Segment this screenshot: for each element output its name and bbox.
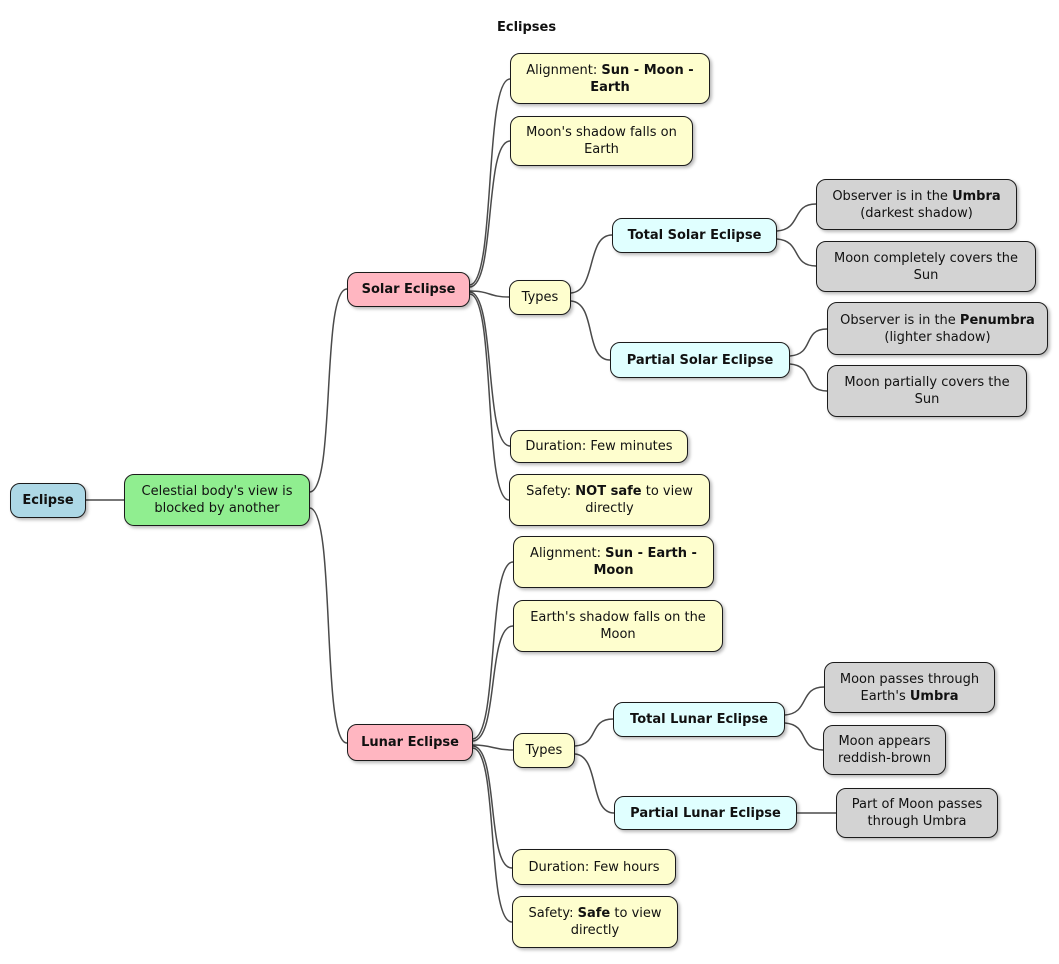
node-partial-lunar-eclipse: Partial Lunar Eclipse <box>614 796 797 830</box>
node-label: Solar Eclipse <box>361 282 456 297</box>
node-label: Observer is in the Umbra (darkest shadow… <box>825 188 1008 222</box>
diagram-title: Eclipses <box>497 20 557 35</box>
node-observer-umbra: Observer is in the Umbra (darkest shadow… <box>816 179 1017 230</box>
node-lunar-safety: Safety: Safe to view directly <box>512 896 678 948</box>
node-moon-passes-umbra: Moon passes through Earth's Umbra <box>824 662 995 713</box>
node-moon-completely-covers: Moon completely covers the Sun <box>816 241 1036 292</box>
label-bold: Umbra <box>952 188 1001 204</box>
connector-ltypes-partiallunar <box>574 753 615 814</box>
connector-solar-alignment <box>469 78 511 286</box>
node-total-solar-eclipse: Total Solar Eclipse <box>612 218 777 253</box>
connector-lunar-alignment <box>472 561 514 740</box>
node-label: Moon appears reddish-brown <box>837 734 931 766</box>
node-part-of-moon-passes: Part of Moon passes through Umbra <box>836 788 998 838</box>
connector-lunar-types <box>472 744 514 751</box>
connector-ltypes-totallunar <box>574 718 614 747</box>
node-label: Types <box>521 290 559 305</box>
node-solar-types: Types <box>509 280 571 315</box>
node-label: Safety: NOT safe to view directly <box>518 483 701 517</box>
node-label: Moon's shadow falls on Earth <box>526 125 677 157</box>
connector-lunar-safety <box>472 747 513 923</box>
label-pre: Observer is in the <box>840 312 960 328</box>
connector-totallunar-reddish <box>784 722 824 751</box>
node-total-lunar-eclipse: Total Lunar Eclipse <box>613 702 785 737</box>
connector-solar-safety <box>469 293 510 501</box>
label-bold: Safe <box>577 906 611 921</box>
node-label: Safety: Safe to view directly <box>521 905 669 939</box>
node-solar-safety: Safety: NOT safe to view directly <box>509 474 710 526</box>
connector-types-partialsolar <box>570 300 611 361</box>
node-eclipse-root: Eclipse <box>10 483 86 518</box>
connector-solar-shadow <box>469 140 511 288</box>
node-partial-solar-eclipse: Partial Solar Eclipse <box>610 342 790 378</box>
label-post: to view directly <box>585 484 693 516</box>
label-bold: Sun - Earth - Moon <box>593 546 697 578</box>
connector-solar-types <box>469 290 510 298</box>
label-pre: Alignment: <box>530 546 606 561</box>
label-pre: Safety: <box>526 484 576 499</box>
connector-totalsolar-umbra <box>776 203 817 232</box>
connector-definition-lunar <box>309 507 348 744</box>
label-post: (darkest shadow) <box>860 205 973 221</box>
node-label: Total Solar Eclipse <box>627 228 762 243</box>
connector-lunar-duration <box>472 745 513 869</box>
node-label: Alignment: Sun - Earth - Moon <box>522 545 705 579</box>
node-observer-penumbra: Observer is in the Penumbra (lighter sha… <box>827 302 1048 355</box>
node-label: Celestial body's view is blocked by anot… <box>141 484 293 516</box>
label-bold: Penumbra <box>959 312 1035 328</box>
connector-solar-duration <box>469 291 511 447</box>
label-pre: Observer is in the <box>832 188 953 204</box>
node-lunar-shadow: Earth's shadow falls on the Moon <box>513 600 723 652</box>
label-bold: NOT safe <box>575 484 642 499</box>
label-pre: Moon passes through Earth's <box>839 671 980 704</box>
connector-types-totalsolar <box>570 234 613 294</box>
connector-totalsolar-covers <box>776 238 817 267</box>
node-label: Observer is in the Penumbra (lighter sha… <box>836 312 1039 346</box>
connector-partialsolar-penumbra <box>789 328 828 357</box>
node-solar-eclipse: Solar Eclipse <box>347 272 470 307</box>
node-label: Types <box>525 743 563 758</box>
connector-definition-solar <box>309 288 348 493</box>
node-label: Duration: Few hours <box>528 859 660 875</box>
node-label: Partial Solar Eclipse <box>626 352 774 368</box>
node-label: Moon completely covers the Sun <box>833 250 1019 283</box>
node-label: Moon passes through Earth's Umbra <box>833 671 986 705</box>
node-lunar-types: Types <box>513 733 575 768</box>
node-label: Part of Moon passes through Umbra <box>851 797 983 829</box>
node-label: Total Lunar Eclipse <box>630 712 768 727</box>
node-solar-duration: Duration: Few minutes <box>510 430 688 463</box>
node-eclipse-definition: Celestial body's view is blocked by anot… <box>124 474 310 526</box>
label-bold: Umbra <box>909 688 959 704</box>
connector-partialsolar-partially <box>789 363 828 392</box>
node-label: Eclipse <box>22 493 74 508</box>
node-moon-reddish-brown: Moon appears reddish-brown <box>823 725 946 775</box>
node-lunar-alignment: Alignment: Sun - Earth - Moon <box>513 536 714 588</box>
label-post: to view directly <box>570 906 662 938</box>
node-solar-shadow: Moon's shadow falls on Earth <box>510 116 693 166</box>
node-label: Partial Lunar Eclipse <box>630 805 781 821</box>
label-bold: Sun - Moon - Earth <box>590 62 694 95</box>
label-pre: Alignment: <box>526 62 602 78</box>
node-label: Alignment: Sun - Moon - Earth <box>519 62 701 96</box>
node-label: Duration: Few minutes <box>525 439 673 454</box>
node-label: Earth's shadow falls on the Moon <box>530 610 706 642</box>
node-label: Moon partially covers the Sun <box>844 375 1010 407</box>
node-lunar-eclipse: Lunar Eclipse <box>347 724 473 761</box>
label-post: (lighter shadow) <box>884 329 991 345</box>
node-label: Lunar Eclipse <box>361 735 459 750</box>
label-pre: Safety: <box>528 906 578 921</box>
node-solar-alignment: Alignment: Sun - Moon - Earth <box>510 53 710 104</box>
connector-totallunar-passes <box>784 686 825 716</box>
connector-lunar-shadow <box>472 625 514 742</box>
node-lunar-duration: Duration: Few hours <box>512 849 676 885</box>
node-moon-partially-covers: Moon partially covers the Sun <box>827 365 1027 417</box>
